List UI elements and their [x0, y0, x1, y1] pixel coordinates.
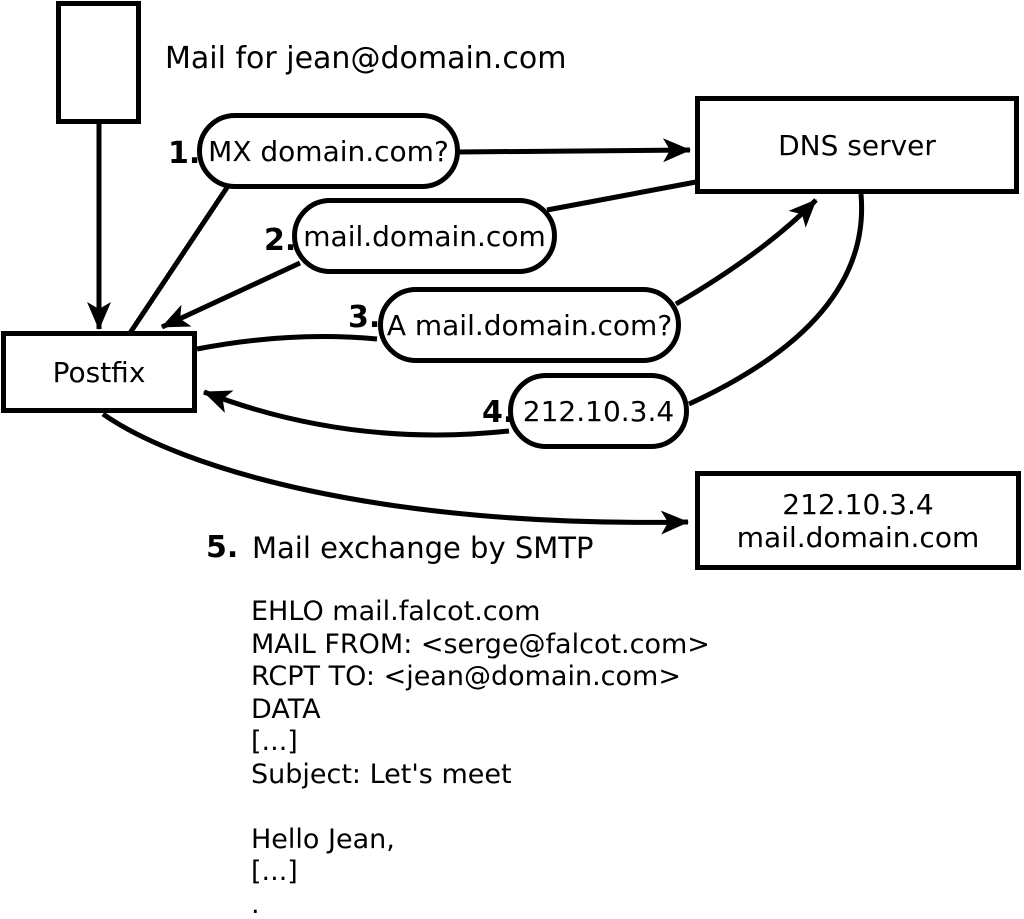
reply4-label: 212.10.3.4 — [522, 394, 675, 428]
reply4-pill: 212.10.3.4 — [508, 373, 689, 449]
reply2-pill: mail.domain.com — [292, 198, 557, 274]
arrow-reply2-to-postfix — [160, 260, 302, 330]
arrow-query3-to-dns — [674, 198, 818, 307]
postfix-label: Postfix — [52, 355, 146, 389]
line-postfix-to-query3 — [196, 334, 378, 352]
message-box — [56, 1, 141, 124]
query1-label: MX domain.com? — [208, 134, 449, 168]
smtp-session-text: EHLO mail.falcot.com MAIL FROM: <serge@f… — [251, 596, 710, 919]
dns-server-box: DNS server — [695, 96, 1019, 194]
arrow-postfix-to-mailserver — [101, 411, 689, 535]
arrow-query1-to-dns — [457, 138, 691, 163]
query3-label: A mail.domain.com? — [386, 308, 673, 342]
query3-pill: A mail.domain.com? — [378, 287, 681, 363]
line-dns-to-reply4 — [687, 193, 865, 407]
step1-number: 1. — [168, 136, 201, 171]
query1-pill: MX domain.com? — [197, 113, 460, 189]
mail-server-box: 212.10.3.4 mail.domain.com — [695, 471, 1021, 570]
step2-number: 2. — [264, 223, 297, 258]
step5-number: 5. — [206, 530, 239, 565]
postfix-box: Postfix — [1, 331, 197, 413]
mail-server-hostname: mail.domain.com — [736, 520, 980, 554]
line-dns-to-reply2 — [546, 179, 697, 213]
mail-for-note: Mail for jean@domain.com — [165, 41, 567, 76]
line-postfix-to-query1 — [127, 184, 231, 335]
mail-server-ip: 212.10.3.4 — [782, 487, 934, 521]
dns-server-label: DNS server — [778, 128, 936, 162]
step5-label: Mail exchange by SMTP — [252, 531, 594, 565]
step4-number: 4. — [482, 395, 515, 430]
reply2-label: mail.domain.com — [303, 219, 546, 253]
step3-number: 3. — [348, 300, 381, 335]
arrow-reply4-to-postfix — [203, 389, 510, 438]
